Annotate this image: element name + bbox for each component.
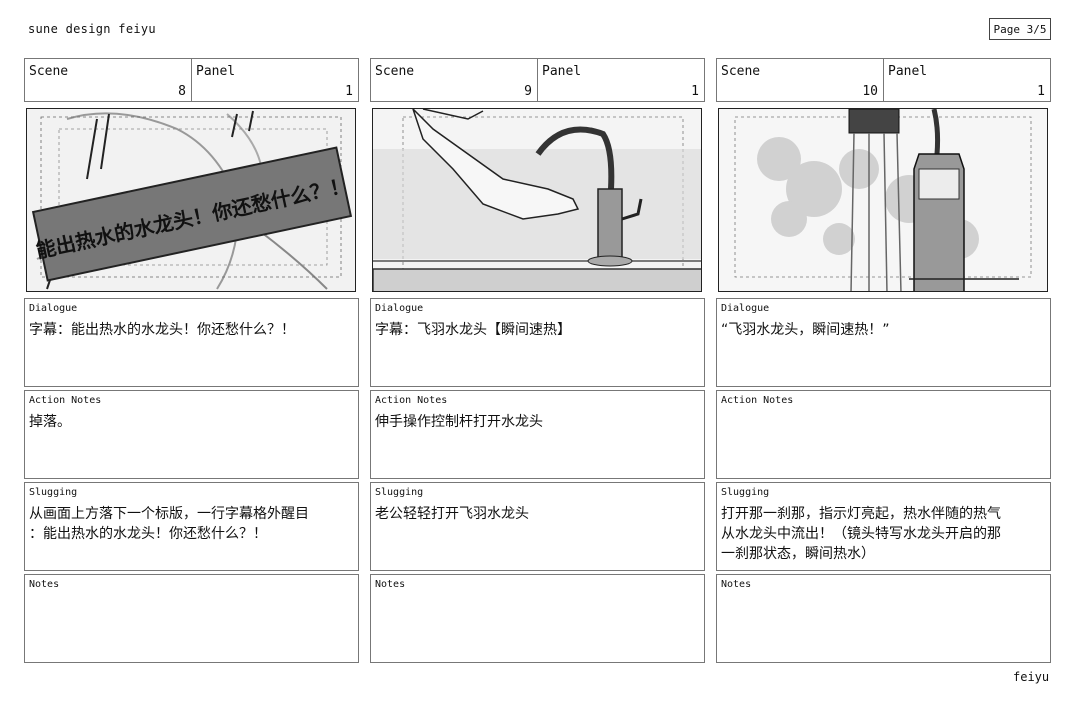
scene-panel-header: Scene 10 Panel 1: [716, 58, 1051, 102]
scene-label: Scene: [375, 64, 415, 79]
slugging-label: Slugging: [375, 487, 424, 498]
scene-label: Scene: [721, 64, 761, 79]
scene-cell: Scene 9: [371, 59, 537, 101]
page-indicator: Page 3/5: [989, 18, 1051, 40]
scene-panel-header: Scene 8 Panel 1: [24, 58, 359, 102]
dialogue-text: “飞羽水龙头，瞬间速热！”: [721, 322, 890, 338]
notes-box: Notes: [24, 574, 359, 663]
panel-cell: Panel 1: [537, 59, 704, 101]
footer-author: feiyu: [1013, 670, 1050, 684]
header-title: sune design feiyu: [28, 22, 156, 36]
sketch-banner-drop: 能出热水的水龙头！你还愁什么？！: [27, 109, 355, 291]
action-notes-label: Action Notes: [375, 395, 448, 406]
action-notes-text: 掉落。: [29, 414, 71, 430]
sketch-hot-water-steam: [719, 109, 1047, 291]
dialogue-box: Dialogue 字幕：能出热水的水龙头！你还愁什么？！: [24, 298, 359, 387]
dialogue-label: Dialogue: [721, 303, 770, 314]
notes-box: Notes: [370, 574, 705, 663]
dialogue-label: Dialogue: [29, 303, 78, 314]
action-notes-box: Action Notes 伸手操作控制杆打开水龙头: [370, 390, 705, 479]
notes-box: Notes: [716, 574, 1051, 663]
slugging-box: Slugging 从画面上方落下一个标版，一行字幕格外醒目 ：能出热水的水龙头！…: [24, 482, 359, 571]
slugging-text: 老公轻轻打开飞羽水龙头: [375, 506, 529, 522]
action-notes-label: Action Notes: [29, 395, 102, 406]
notes-label: Notes: [721, 579, 752, 590]
notes-label: Notes: [375, 579, 406, 590]
storyboard-column-2: Scene 9 Panel 1 Dialogue 字幕：飞羽水龙头【瞬间速热】: [370, 58, 705, 663]
scene-label: Scene: [29, 64, 69, 79]
slugging-text: 从画面上方落下一个标版，一行字幕格外醒目 ：能出热水的水龙头！你还愁什么？！: [29, 506, 309, 542]
action-notes-box: Action Notes: [716, 390, 1051, 479]
scene-cell: Scene 10: [717, 59, 883, 101]
slugging-box: Slugging 老公轻轻打开飞羽水龙头: [370, 482, 705, 571]
panel-label: Panel: [196, 64, 236, 79]
slugging-box: Slugging 打开那一刹那，指示灯亮起，热水伴随的热气 从水龙头中流出！（镜…: [716, 482, 1051, 571]
dialogue-box: Dialogue 字幕：飞羽水龙头【瞬间速热】: [370, 298, 705, 387]
scene-cell: Scene 8: [25, 59, 191, 101]
dialogue-label: Dialogue: [375, 303, 424, 314]
storyboard-column-3: Scene 10 Panel 1: [716, 58, 1051, 663]
slugging-label: Slugging: [721, 487, 770, 498]
panel-number: 1: [1037, 84, 1045, 99]
notes-label: Notes: [29, 579, 60, 590]
scene-panel-header: Scene 9 Panel 1: [370, 58, 705, 102]
action-notes-label: Action Notes: [721, 395, 794, 406]
action-notes-box: Action Notes 掉落。: [24, 390, 359, 479]
action-notes-text: 伸手操作控制杆打开水龙头: [375, 414, 543, 430]
scene-number: 9: [524, 84, 532, 99]
slugging-label: Slugging: [29, 487, 78, 498]
panel-label: Panel: [542, 64, 582, 79]
dialogue-text: 字幕：飞羽水龙头【瞬间速热】: [375, 322, 571, 338]
sketch-hand-faucet: [373, 109, 701, 291]
dialogue-box: Dialogue “飞羽水龙头，瞬间速热！”: [716, 298, 1051, 387]
storyboard-frame-2: [372, 108, 702, 292]
panel-number: 1: [691, 84, 699, 99]
scene-number: 10: [862, 84, 878, 99]
storyboard-column-1: Scene 8 Panel 1: [24, 58, 359, 663]
slugging-text: 打开那一刹那，指示灯亮起，热水伴随的热气 从水龙头中流出！（镜头特写水龙头开启的…: [721, 506, 1001, 562]
storyboard-frame-1: 能出热水的水龙头！你还愁什么？！: [26, 108, 356, 292]
panel-cell: Panel 1: [191, 59, 358, 101]
panel-label: Panel: [888, 64, 928, 79]
scene-number: 8: [178, 84, 186, 99]
dialogue-text: 字幕：能出热水的水龙头！你还愁什么？！: [29, 322, 295, 338]
storyboard-frame-3: [718, 108, 1048, 292]
panel-cell: Panel 1: [883, 59, 1050, 101]
panel-number: 1: [345, 84, 353, 99]
